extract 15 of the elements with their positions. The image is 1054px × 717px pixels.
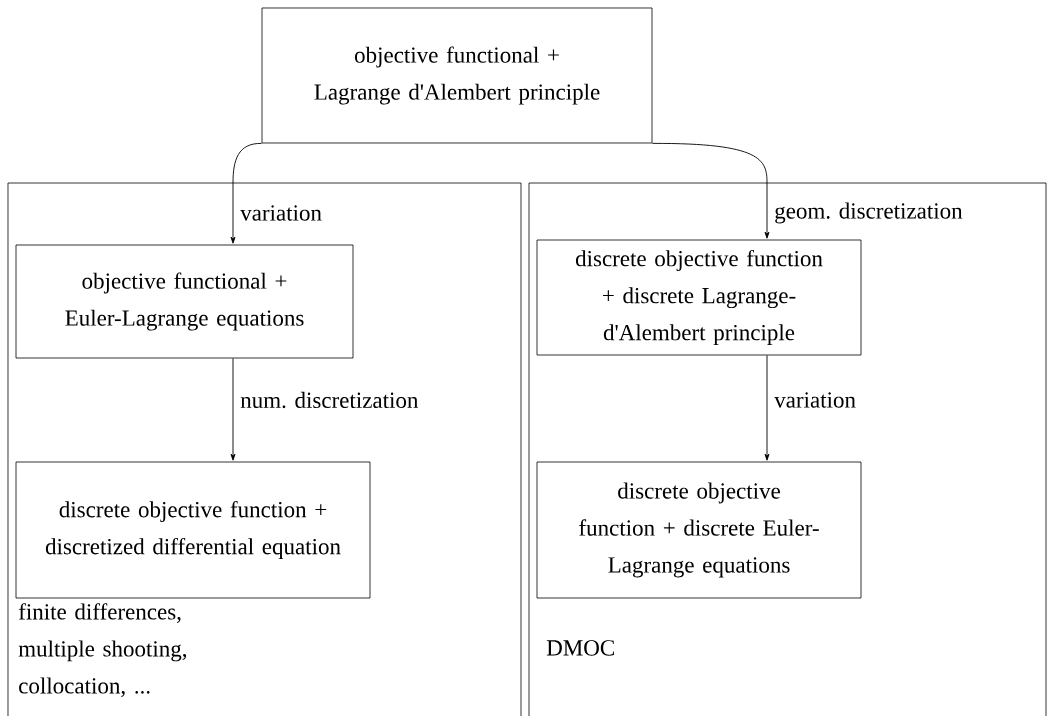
process-box: objective functional + Euler-Lagrange equations: [15, 244, 354, 359]
panel-note: DMOC: [546, 640, 614, 656]
process-box: objective functional + Lagrange d'Alembert principle: [261, 7, 653, 144]
arrow: [230, 357, 236, 461]
panel-note: finite differences, multiple shooting, collocation, ...: [18, 603, 187, 697]
process-box: discrete objective function + discrete Lagrange-d'Alembert principle: [536, 239, 862, 356]
edge-label: geom. discretization: [773, 201, 964, 225]
process-box: discrete objective function + discrete Euler-Lagrange equations: [536, 461, 862, 599]
edge-label: num. discretization: [239, 390, 420, 410]
process-box: discrete objective function + discretized differential equation: [15, 461, 371, 599]
edge-label: variation: [773, 391, 857, 409]
arrow: [764, 354, 770, 461]
edge-label: variation: [239, 204, 323, 222]
arrow: [651, 142, 770, 239]
arrow: [230, 142, 263, 244]
